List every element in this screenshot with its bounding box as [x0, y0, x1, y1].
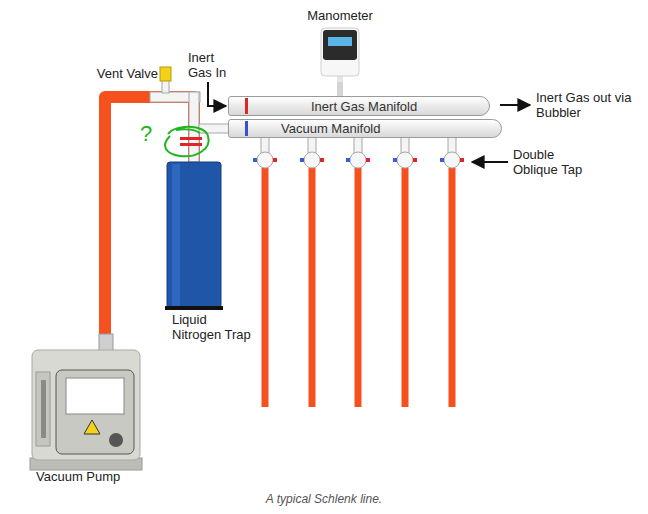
color-marker [245, 121, 248, 136]
vacuum-manifold: Vacuum Manifold [228, 119, 502, 138]
oblique-tap [304, 152, 320, 168]
valve-label: Vent Valve [88, 66, 158, 81]
inlet-label: Inert Gas In [188, 50, 232, 80]
pump-knob [109, 433, 123, 447]
tap-mark-vacuum [440, 158, 444, 162]
tap-stem [448, 137, 456, 153]
node-label: Manometer [300, 8, 380, 23]
tap-stem [308, 137, 316, 153]
node-label: Inert Gas Manifold [311, 99, 417, 114]
manometer-neck [337, 76, 343, 82]
rubber-hose [309, 168, 316, 407]
outlet-label: Inert Gas out via Bubbler [536, 90, 636, 120]
manometer-body [321, 28, 359, 76]
manometer-screen [328, 37, 352, 46]
oblique-tap [444, 152, 460, 168]
nitrogen-trap: Liquid Nitrogen Trap [166, 162, 258, 342]
tap-handle [180, 137, 202, 140]
tap-stem [261, 137, 269, 153]
tap-mark-gas [366, 158, 370, 162]
oblique-tap [257, 152, 273, 168]
outlet-arrow [500, 104, 530, 106]
pump-front-panel [56, 370, 134, 454]
tap-stem [401, 137, 409, 153]
node-label: Vacuum Pump [36, 469, 144, 484]
tap-handle [180, 143, 202, 146]
pump-body [32, 350, 140, 460]
annotation-mark: ? [140, 122, 160, 146]
vent-valve [160, 67, 171, 81]
trap-dewar [167, 162, 221, 308]
rubber-hose [262, 168, 269, 407]
vacuum-pump: Vacuum Pump [30, 334, 144, 484]
pump-fitting [99, 334, 113, 352]
tap-stem [354, 137, 362, 153]
gas-manifold: Inert Gas Manifold [228, 96, 490, 116]
pump-window [66, 378, 124, 414]
trap-base [165, 306, 223, 310]
rubber-hose [402, 168, 409, 407]
figure-caption: A typical Schlenk line. [0, 492, 648, 506]
tap-mark-vacuum [393, 158, 397, 162]
pump-sight-glass [41, 380, 46, 438]
pointer-arrow [472, 161, 508, 163]
manometer-face [323, 30, 357, 60]
color-marker [245, 98, 248, 114]
manometer: Manometer [300, 8, 380, 78]
rubber-hose [449, 168, 456, 407]
tap-mark-vacuum [300, 158, 304, 162]
tap-mark-gas [273, 158, 277, 162]
pump-side-panel [36, 372, 50, 446]
oblique-tap [397, 152, 413, 168]
oblique-tap [350, 152, 366, 168]
node-label: Vacuum Manifold [281, 121, 380, 136]
annotation-scribble [165, 127, 209, 157]
node-label: Liquid Nitrogen Trap [172, 312, 258, 342]
inlet-arrow [208, 82, 226, 106]
tap-mark-vacuum [346, 158, 350, 162]
tap-mark-gas [413, 158, 417, 162]
rubber-hose [355, 168, 362, 407]
tap-mark-gas [460, 158, 464, 162]
vent-stem [162, 80, 169, 93]
tap-mark-gas [320, 158, 324, 162]
trap-highlight [172, 164, 180, 306]
warning-sign [84, 420, 100, 434]
tap-label: Double Oblique Tap [513, 147, 595, 177]
tap-mark-vacuum [253, 158, 257, 162]
